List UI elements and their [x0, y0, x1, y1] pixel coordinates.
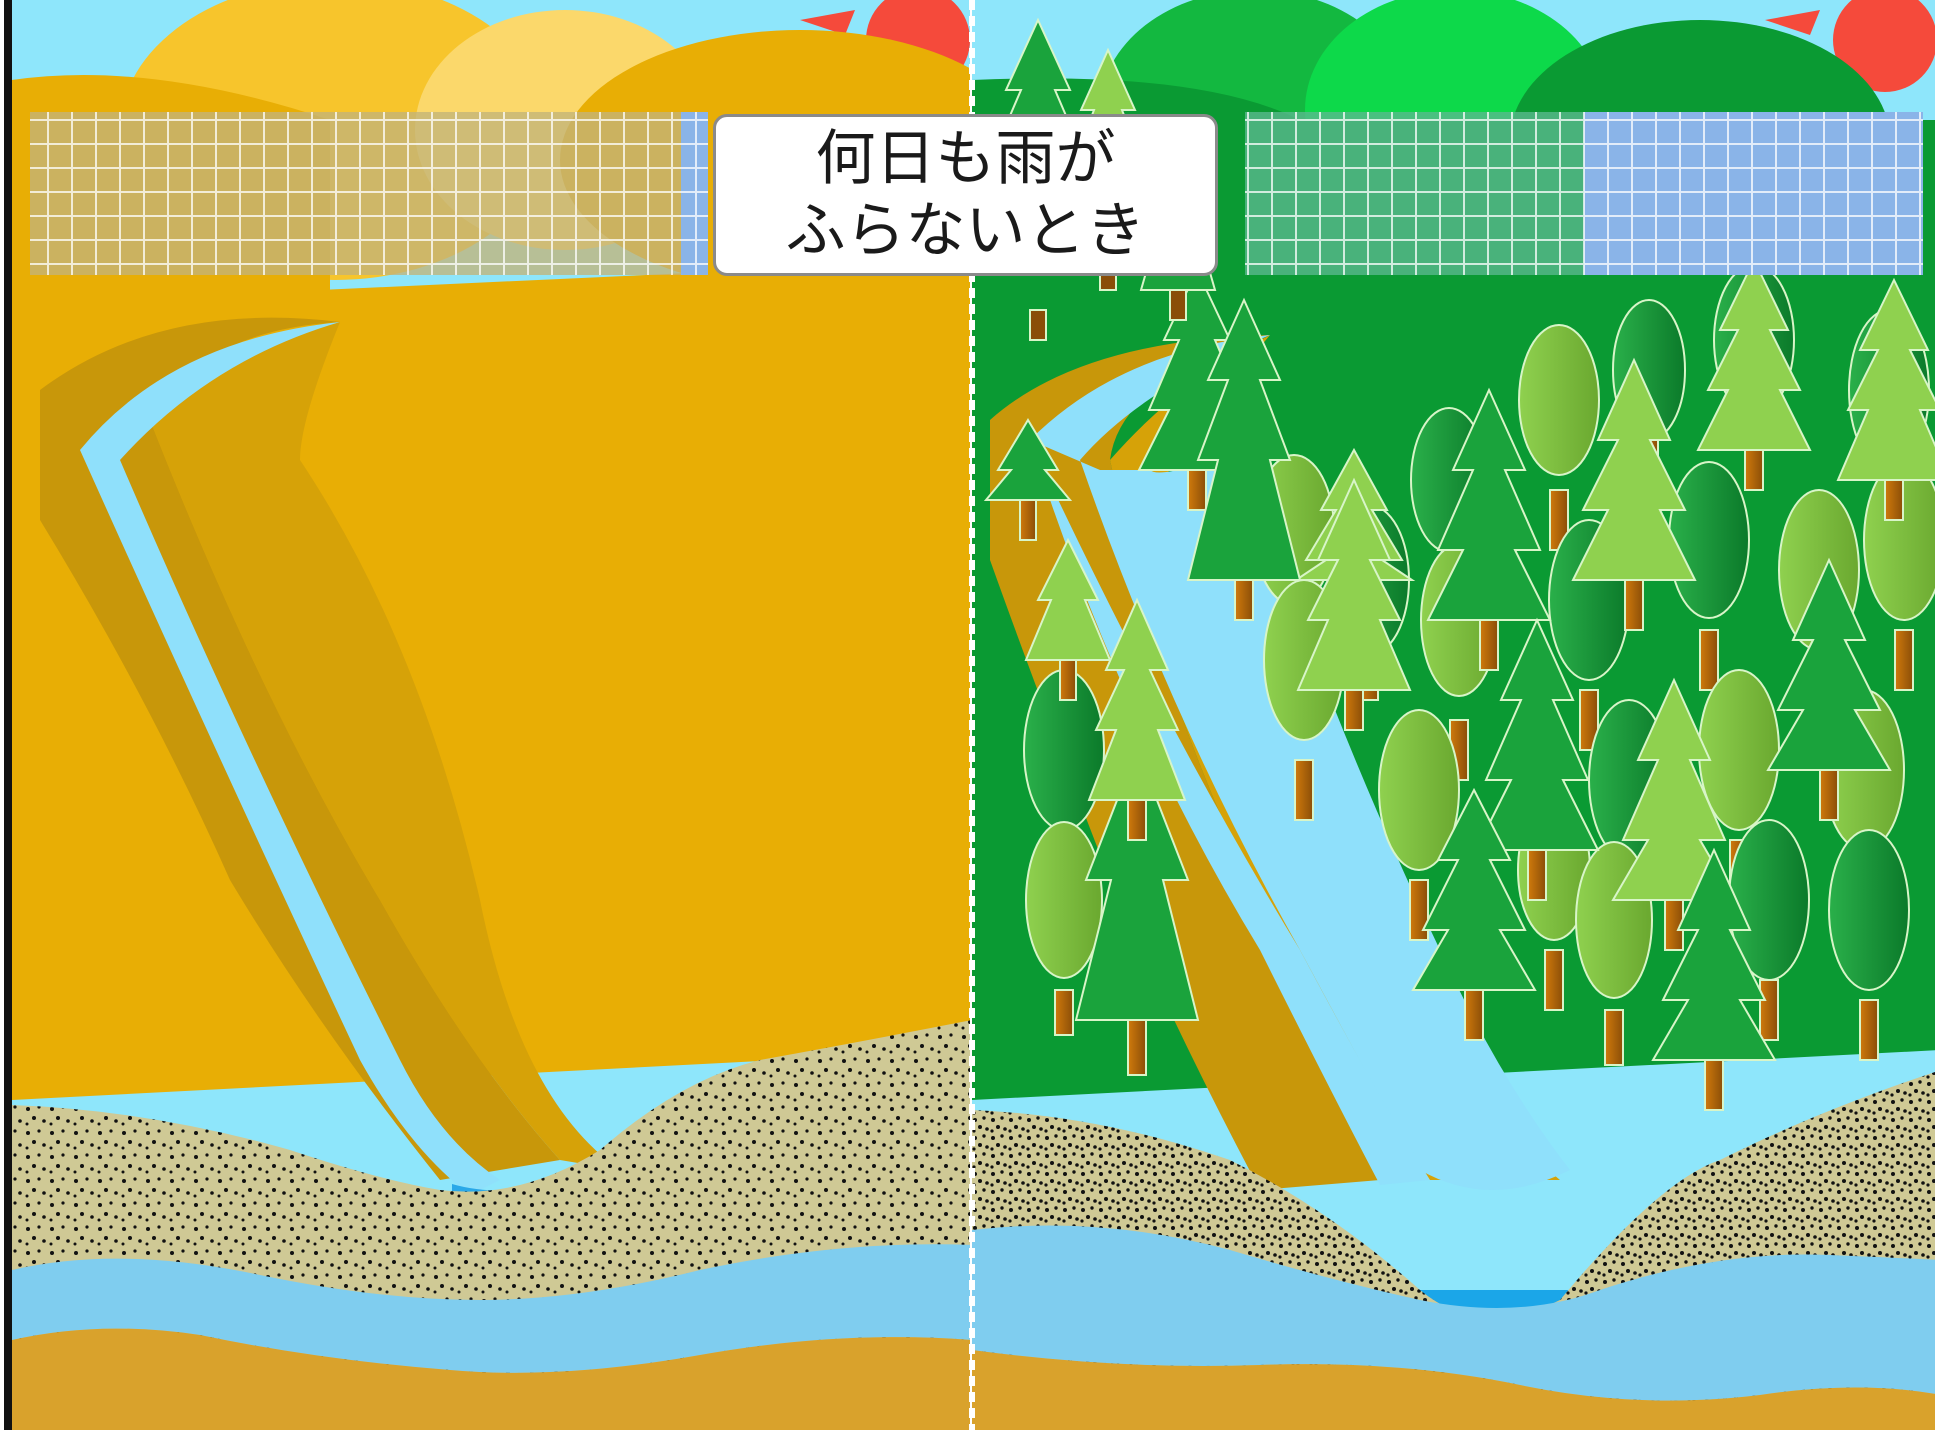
tree [1728, 819, 1810, 1041]
water-tank-forest [1245, 112, 1923, 275]
bedrock [12, 1328, 970, 1430]
tree [1651, 847, 1777, 1111]
tree [983, 418, 1073, 541]
tree [1378, 709, 1460, 941]
water-tank-bare [30, 112, 708, 275]
forest-trees [979, 17, 1935, 1111]
caption-line-1: 何日も雨が [815, 124, 1116, 194]
tree [1087, 597, 1187, 841]
tree [1025, 821, 1103, 1036]
stream [80, 322, 500, 1195]
tree [1296, 477, 1412, 731]
tree [1571, 357, 1697, 631]
tree [1024, 537, 1112, 701]
tree [1836, 277, 1935, 521]
tree [1426, 387, 1552, 671]
caption-line-2: ふらないとき [785, 196, 1146, 266]
bedrock [972, 1350, 1935, 1430]
tree [1611, 677, 1737, 951]
tree [1766, 557, 1892, 821]
tank-grid [1245, 112, 1923, 275]
groundwater [12, 1244, 970, 1373]
tree [1696, 257, 1812, 491]
tank-grid [30, 112, 708, 275]
tree [1411, 787, 1537, 1041]
caption-box: 何日も雨が ふらないとき [713, 114, 1218, 276]
tree [1186, 297, 1302, 621]
tree [1828, 829, 1910, 1061]
tree [1863, 459, 1935, 691]
tree [1474, 617, 1600, 901]
riverbank [40, 317, 560, 1180]
groundwater [972, 1225, 1935, 1401]
tree [1518, 324, 1600, 551]
